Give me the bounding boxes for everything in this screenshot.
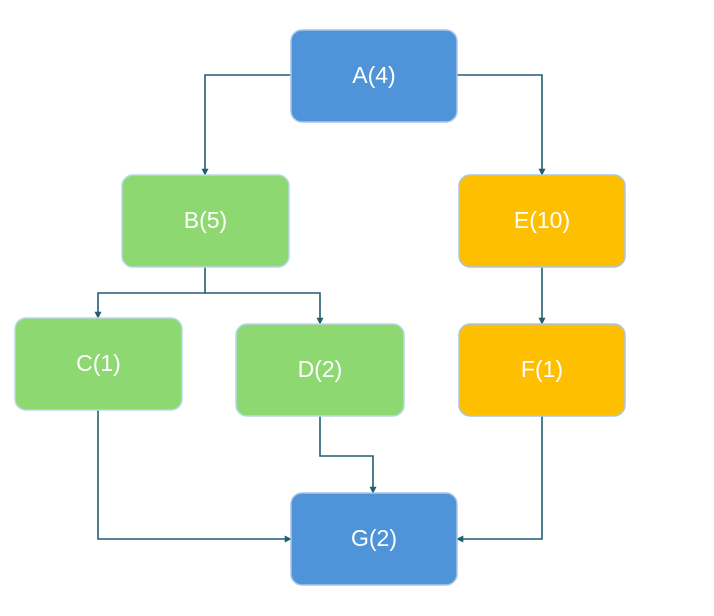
node-c-label: C(1) (76, 350, 121, 376)
node-f: F(1) (458, 323, 626, 417)
node-b-label: B(5) (184, 207, 227, 233)
edge-f-to-g (456, 416, 543, 543)
node-b: B(5) (121, 174, 290, 268)
edges-layer (94, 74, 546, 543)
edge-c-to-g (97, 410, 292, 543)
node-e-box (458, 174, 626, 268)
nodes-layer: A(4) B(5) E(10) C(1) D(2) F(1) G(2) (14, 29, 626, 586)
node-g-box (290, 492, 458, 586)
edge-a-to-b (201, 74, 291, 176)
edge-b-to-d (205, 292, 324, 325)
node-e-label: E(10) (514, 207, 570, 233)
node-g: G(2) (290, 492, 458, 586)
node-d: D(2) (235, 323, 405, 417)
node-c: C(1) (14, 317, 183, 411)
edge-b-to-c (94, 267, 206, 319)
node-c-box (14, 317, 183, 411)
node-b-box (121, 174, 290, 268)
node-a: A(4) (290, 29, 458, 123)
node-d-label: D(2) (298, 356, 343, 382)
node-g-label: G(2) (351, 525, 397, 551)
node-e: E(10) (458, 174, 626, 268)
node-f-label: F(1) (521, 356, 563, 382)
node-f-box (458, 323, 626, 417)
edge-a-to-e (457, 74, 546, 176)
node-a-label: A(4) (352, 62, 395, 88)
edge-d-to-g (319, 416, 377, 494)
node-d-box (235, 323, 405, 417)
node-a-box (290, 29, 458, 123)
